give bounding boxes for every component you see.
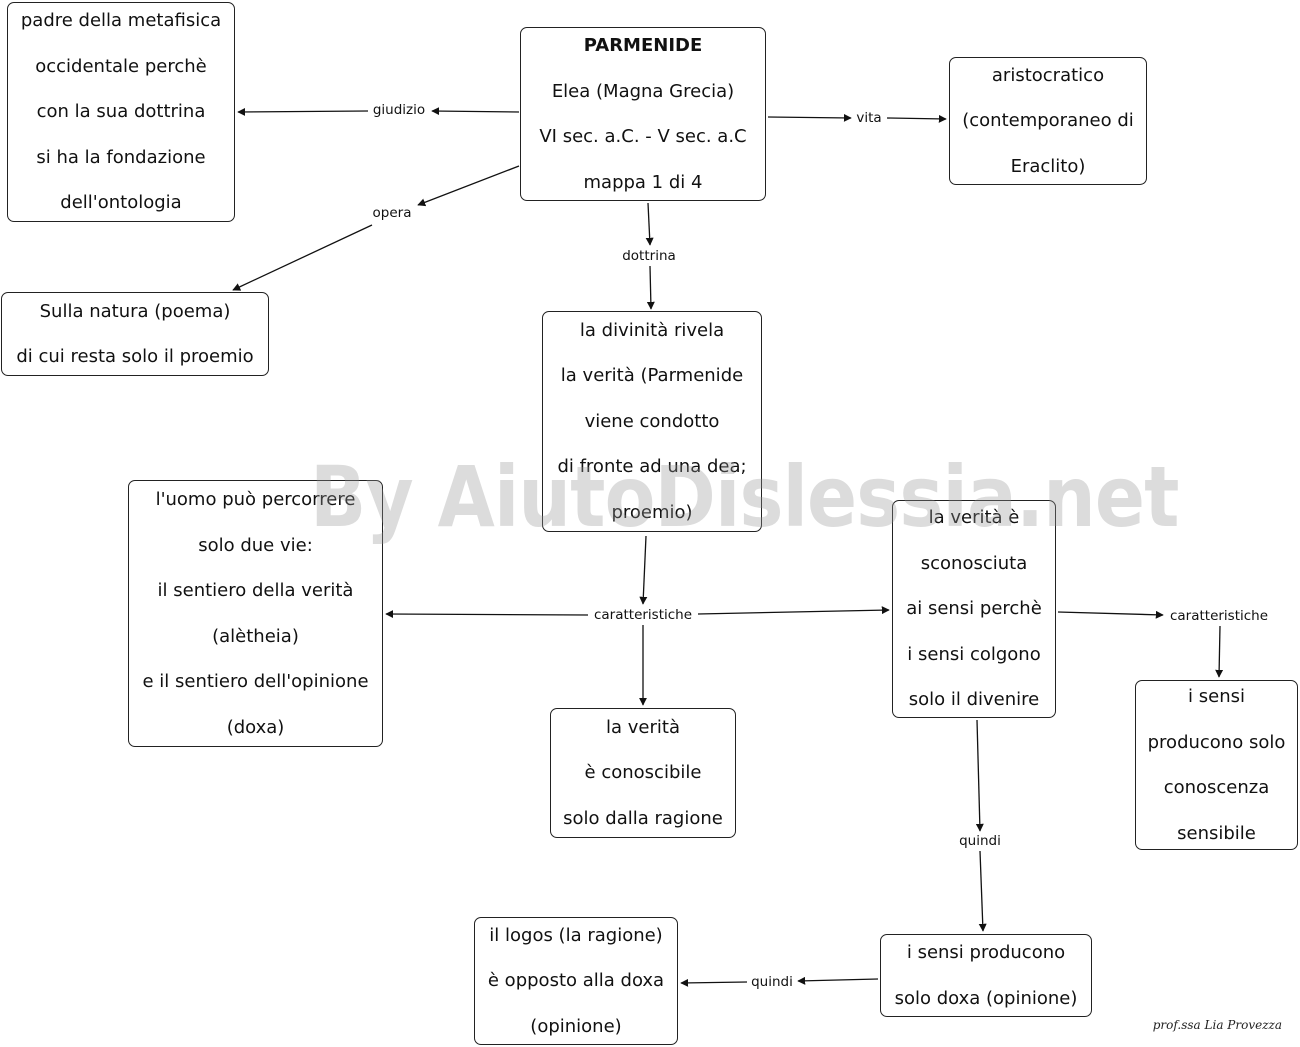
link-quindi-sensi-doxa xyxy=(978,850,987,932)
node-sensi-conoscenza-line: sensibile xyxy=(1177,822,1256,844)
link-label-giudizio: giudizio xyxy=(368,101,430,119)
node-aristocratico-line: (contemporaneo di xyxy=(962,110,1134,132)
node-uomo-line: (alètheia) xyxy=(212,625,299,647)
node-divinita-line: proemio) xyxy=(611,501,693,523)
link-caratteristiche-verita-sconosciuta xyxy=(697,606,890,615)
link-sconosciuta-caratteristiche xyxy=(1057,610,1164,619)
node-sulla-natura: Sulla natura (poema) di cui resta solo i… xyxy=(1,292,269,376)
node-logos: il logos (la ragione) è opposto alla dox… xyxy=(474,917,678,1045)
link-quindi-logos xyxy=(680,978,748,987)
node-sensi-conoscenza-line: producono solo xyxy=(1147,731,1286,753)
node-aristocratico: aristocratico (contemporaneo di Eraclito… xyxy=(949,57,1147,185)
link-caratteristiche-sensi-conoscenza xyxy=(1215,625,1224,678)
link-vita-aristocratico xyxy=(886,114,947,123)
node-uomo-line: e il sentiero dell'opinione xyxy=(142,671,369,692)
link-caratteristiche-uomo xyxy=(385,610,589,619)
node-uomo-line: solo due vie: xyxy=(198,534,313,556)
node-logos-line: è opposto alla doxa xyxy=(487,970,665,992)
node-sensi-conoscenza-line: i sensi xyxy=(1188,686,1245,707)
link-parmenide-giudizio xyxy=(431,107,520,116)
node-verita-sconosciuta: la verità è sconosciuta ai sensi perchè … xyxy=(892,500,1056,718)
link-label-vita: vita xyxy=(852,109,886,127)
link-parmenide-opera xyxy=(417,165,520,207)
node-divinita-line: di fronte ad una dea; xyxy=(557,456,747,478)
node-padre-line: padre della metafisica xyxy=(20,10,222,32)
link-parmenide-dottrina xyxy=(645,202,654,246)
link-label-quindi-left: quindi xyxy=(747,973,797,991)
node-sulla-natura-line: di cui resta solo il proemio xyxy=(16,346,254,367)
node-padre-line: si ha la fondazione xyxy=(36,146,206,168)
node-uomo-line: (doxa) xyxy=(226,716,285,738)
node-divinita-line: la verità (Parmenide xyxy=(560,365,744,387)
link-giudizio-padre xyxy=(237,107,369,116)
node-padre-line: occidentale perchè xyxy=(35,55,207,77)
link-label-caratteristiche-right: caratteristiche xyxy=(1165,607,1273,625)
node-verita-sconosciuta-line: ai sensi perchè xyxy=(906,598,1042,620)
link-label-quindi-down: quindi xyxy=(955,832,1005,850)
node-verita-conoscibile-line: solo dalla ragione xyxy=(563,807,723,829)
node-parmenide-line: VI sec. a.C. - V sec. a.C xyxy=(539,126,747,147)
node-padre-metafisica: padre della metafisica occidentale perch… xyxy=(7,2,235,222)
node-sensi-doxa-line: solo doxa (opinione) xyxy=(894,987,1078,1009)
author-signature: prof.ssa Lia Provezza xyxy=(1152,1018,1282,1032)
node-aristocratico-line: aristocratico xyxy=(991,64,1105,86)
node-verita-sconosciuta-line: solo il divenire xyxy=(908,689,1040,711)
link-opera-sulla-natura xyxy=(232,224,373,291)
node-uomo-line: il sentiero della verità xyxy=(157,580,354,601)
node-aristocratico-line: Eraclito) xyxy=(1010,155,1086,177)
node-uomo-due-vie: l'uomo può percorrere solo due vie: il s… xyxy=(128,480,383,747)
node-logos-line: (opinione) xyxy=(530,1015,622,1037)
node-sensi-conoscenza-line: conoscenza xyxy=(1163,777,1270,798)
node-divinita: la divinità rivela la verità (Parmenide … xyxy=(542,311,762,532)
node-divinita-line: viene condotto xyxy=(584,410,720,432)
link-sensi-doxa-quindi xyxy=(797,976,879,985)
node-logos-line: il logos (la ragione) xyxy=(489,924,663,946)
node-verita-sconosciuta-line: i sensi colgono xyxy=(907,643,1041,665)
node-sulla-natura-line: Sulla natura (poema) xyxy=(39,300,231,322)
node-padre-line: con la sua dottrina xyxy=(36,101,206,123)
node-sensi-doxa: i sensi producono solo doxa (opinione) xyxy=(880,934,1092,1017)
link-label-caratteristiche-center: caratteristiche xyxy=(589,606,697,624)
link-label-dottrina: dottrina xyxy=(618,247,680,265)
node-sensi-doxa-line: i sensi producono xyxy=(906,942,1066,963)
node-parmenide-line: Elea (Magna Grecia) xyxy=(551,80,735,102)
node-verita-conoscibile-line: la verità xyxy=(606,716,680,738)
link-sconosciuta-quindi xyxy=(975,719,984,832)
link-label-opera: opera xyxy=(368,204,416,222)
node-uomo-line: l'uomo può percorrere xyxy=(155,489,356,510)
node-sensi-conoscenza: i sensi producono solo conoscenza sensib… xyxy=(1135,680,1298,850)
node-verita-conoscibile-line: è conoscibile xyxy=(584,762,702,784)
link-parmenide-vita xyxy=(767,113,852,122)
link-dottrina-divinita xyxy=(646,265,655,310)
node-verita-sconosciuta-line: sconosciuta xyxy=(920,552,1028,574)
node-parmenide: PARMENIDE Elea (Magna Grecia) VI sec. a.… xyxy=(520,27,766,201)
node-parmenide-line: PARMENIDE xyxy=(583,35,703,56)
node-verita-conoscibile: la verità è conoscibile solo dalla ragio… xyxy=(550,708,736,838)
node-verita-sconosciuta-line: la verità è xyxy=(928,507,1020,529)
node-padre-line: dell'ontologia xyxy=(60,192,182,214)
node-divinita-line: la divinità rivela xyxy=(579,319,725,341)
link-divinita-caratteristiche xyxy=(639,535,648,605)
node-parmenide-line: mappa 1 di 4 xyxy=(583,171,703,193)
